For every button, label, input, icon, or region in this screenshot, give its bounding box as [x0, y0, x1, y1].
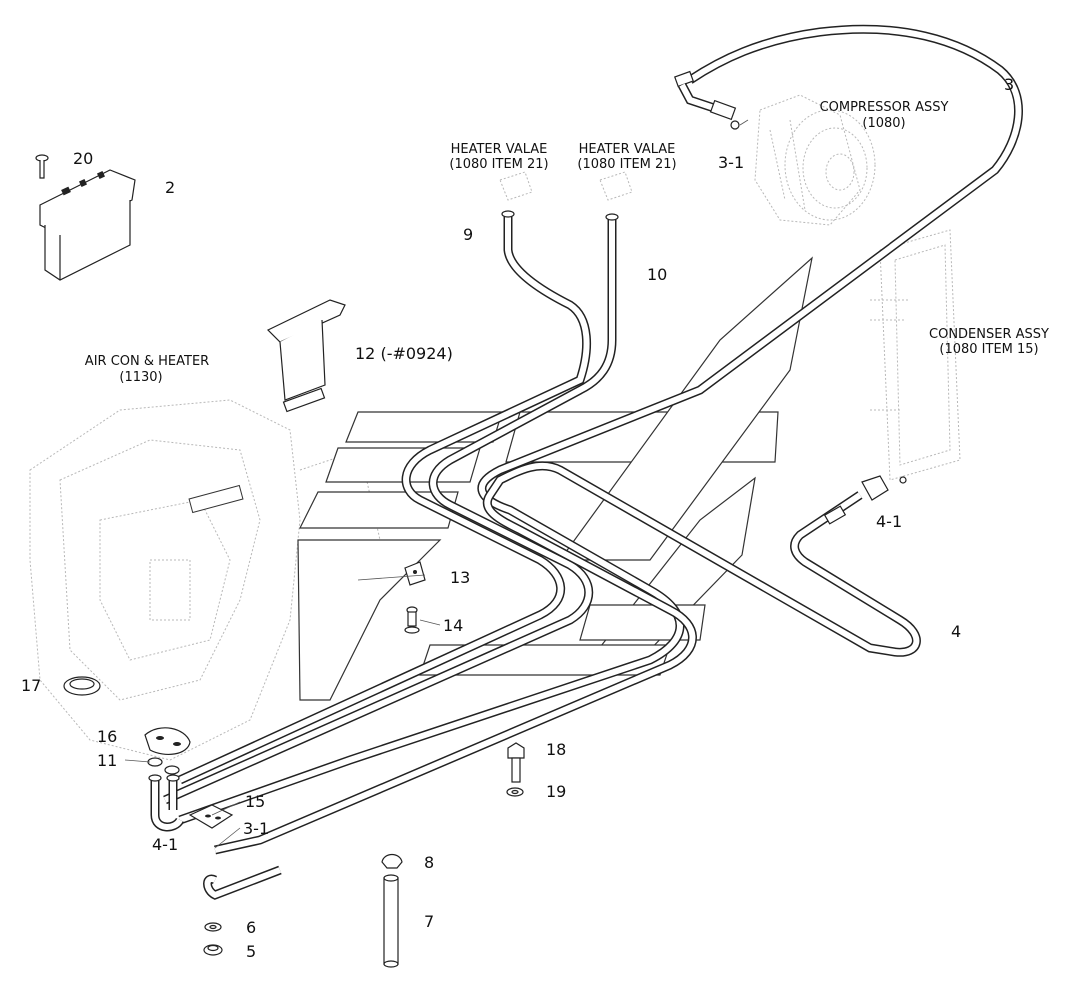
compressor-ghost — [754, 94, 876, 226]
pipe-3 — [178, 24, 1023, 825]
caption-heater-valve-1-name: HEATER VALAE — [451, 142, 548, 157]
bracket-part-12 — [266, 299, 346, 413]
callout-13: 13 — [450, 568, 470, 587]
callout-16: 16 — [97, 727, 117, 746]
clamp-part-11 — [147, 757, 180, 775]
callout-2: 2 — [165, 178, 175, 197]
callout-3-1-bottom: 3-1 — [243, 819, 269, 838]
callout-15: 15 — [245, 792, 265, 811]
callout-19: 19 — [546, 782, 566, 801]
callout-3: 3 — [1004, 75, 1014, 94]
caption-aircon-name: AIR CON & HEATER — [85, 354, 209, 369]
pipe-ends-left — [148, 774, 185, 832]
caption-heater-valve-2-name: HEATER VALAE — [579, 142, 676, 157]
caption-aircon-ref: (1130) — [119, 370, 162, 385]
callout-4-1-left: 4-1 — [152, 835, 178, 854]
pipe-9 — [178, 215, 592, 785]
pipe-9-end — [501, 210, 515, 218]
clip-part-8 — [381, 853, 403, 869]
screw-part-20 — [35, 154, 49, 179]
bolt-part-18 — [507, 742, 525, 783]
callout-6: 6 — [246, 918, 256, 937]
pipe-10 — [163, 218, 617, 805]
condenser-ghost — [870, 229, 961, 481]
callout-4-1-right: 4-1 — [876, 512, 902, 531]
callout-4: 4 — [951, 622, 961, 641]
callout-17: 17 — [21, 676, 41, 695]
caption-heater-valve-1-ref: (1080 ITEM 21) — [449, 157, 548, 172]
washer-part-19 — [506, 787, 524, 797]
callout-5: 5 — [246, 942, 256, 961]
bracket-part-13 — [404, 561, 426, 586]
caption-compressor-ref: (1080) — [862, 116, 905, 131]
washer-part-6 — [204, 922, 222, 932]
callout-7: 7 — [424, 912, 434, 931]
callout-10: 10 — [647, 265, 667, 284]
callout-20: 20 — [73, 149, 93, 168]
aircon-heater-unit-ghost — [29, 399, 381, 761]
caption-compressor-name: COMPRESSOR ASSY — [820, 100, 949, 115]
bolt-part-14 — [404, 606, 420, 634]
callout-18: 18 — [546, 740, 566, 759]
watermark-logo — [297, 256, 813, 701]
grommet-part-17 — [63, 676, 101, 696]
callout-3-1-top: 3-1 — [718, 153, 744, 172]
control-panel-part-2 — [39, 169, 136, 281]
fitting-4-1-right — [823, 475, 907, 525]
caption-heater-valve-2-ref: (1080 ITEM 21) — [577, 157, 676, 172]
caption-condenser-name: CONDENSER ASSY — [929, 327, 1049, 342]
grommet-part-16 — [144, 727, 191, 756]
callout-12: 12 (-#0924) — [355, 344, 453, 363]
grommet-part-5 — [203, 944, 223, 956]
leader-lines — [124, 119, 749, 849]
pipe-10-end — [605, 213, 619, 221]
aircon-label-plate — [188, 484, 244, 514]
pipe-4-1-left — [203, 865, 282, 900]
fitting-3-compressor — [674, 70, 740, 130]
pipe-4 — [214, 461, 921, 855]
callout-8: 8 — [424, 853, 434, 872]
callout-9: 9 — [463, 225, 473, 244]
hose-part-7 — [383, 874, 399, 968]
caption-condenser-ref: (1080 ITEM 15) — [939, 342, 1038, 357]
heater-valve-ghosts — [499, 171, 633, 201]
callout-14: 14 — [443, 616, 463, 635]
callout-11: 11 — [97, 751, 117, 770]
